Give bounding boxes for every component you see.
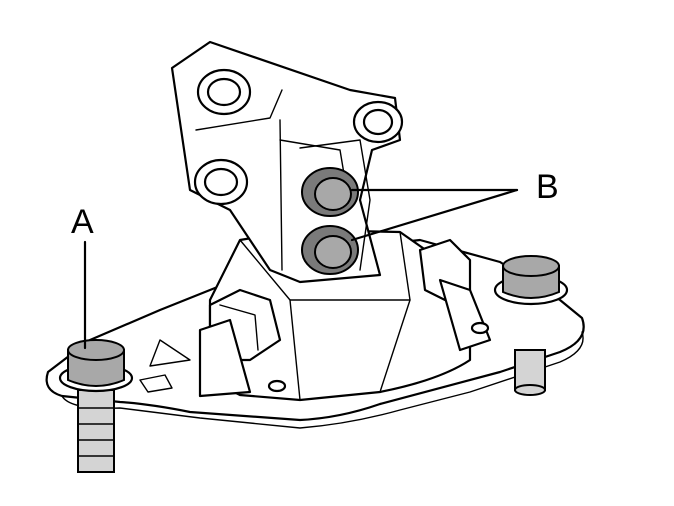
callout-label-a: A bbox=[71, 203, 94, 241]
bracket-bolt-upper-left bbox=[196, 68, 252, 116]
callout-b-leaders bbox=[350, 188, 519, 242]
callout-label-b: B bbox=[536, 168, 559, 206]
left-support-ear bbox=[198, 288, 287, 398]
bracket-bolt-upper-right bbox=[352, 100, 404, 144]
bolt-b-upper bbox=[301, 167, 359, 217]
bolt-a bbox=[58, 339, 134, 473]
rear-bolt bbox=[493, 255, 569, 306]
bolt-b-lower bbox=[301, 225, 359, 275]
rear-stud bbox=[514, 349, 546, 396]
bracket-bolt-lower-left bbox=[193, 158, 249, 206]
right-support-ear bbox=[418, 238, 492, 352]
